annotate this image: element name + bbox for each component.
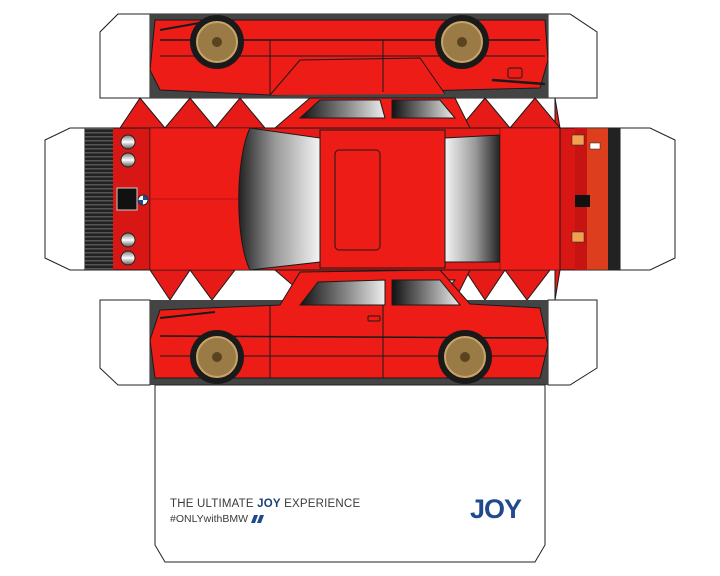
car-front-face	[84, 127, 151, 271]
car-side-top	[149, 14, 549, 98]
hashtag: #ONLYwithBMW	[170, 513, 267, 525]
m-badge-icon	[589, 142, 601, 150]
side-window-top	[273, 97, 471, 129]
wheel-icon	[190, 15, 244, 69]
wheel-icon	[438, 330, 492, 384]
car-trunk	[499, 127, 561, 271]
car-side-bottom	[149, 269, 549, 385]
tagline-suffix: EXPERIENCE	[280, 498, 361, 510]
base-flap	[154, 384, 546, 563]
tagline: THE ULTIMATE JOY EXPERIENCE	[170, 498, 360, 510]
rear-flap-right	[619, 127, 676, 271]
wheel-icon	[435, 15, 489, 69]
bottom-side-flap	[99, 299, 598, 386]
hashtag-text: #ONLYwithBMW	[170, 513, 248, 525]
front-flap-left	[44, 127, 86, 271]
joy-logo: JOY	[470, 494, 522, 524]
tagline-prefix: THE ULTIMATE	[170, 498, 258, 510]
bmw-roundel-icon	[137, 194, 149, 206]
m-stripes-icon	[251, 515, 264, 524]
car-hood	[149, 127, 251, 271]
car-rear-face	[559, 127, 621, 271]
wheel-icon	[190, 330, 244, 384]
tagline-emphasis: JOY	[257, 498, 281, 510]
windshield	[238, 127, 321, 271]
rear-window	[444, 134, 501, 263]
car-roof	[319, 129, 446, 269]
